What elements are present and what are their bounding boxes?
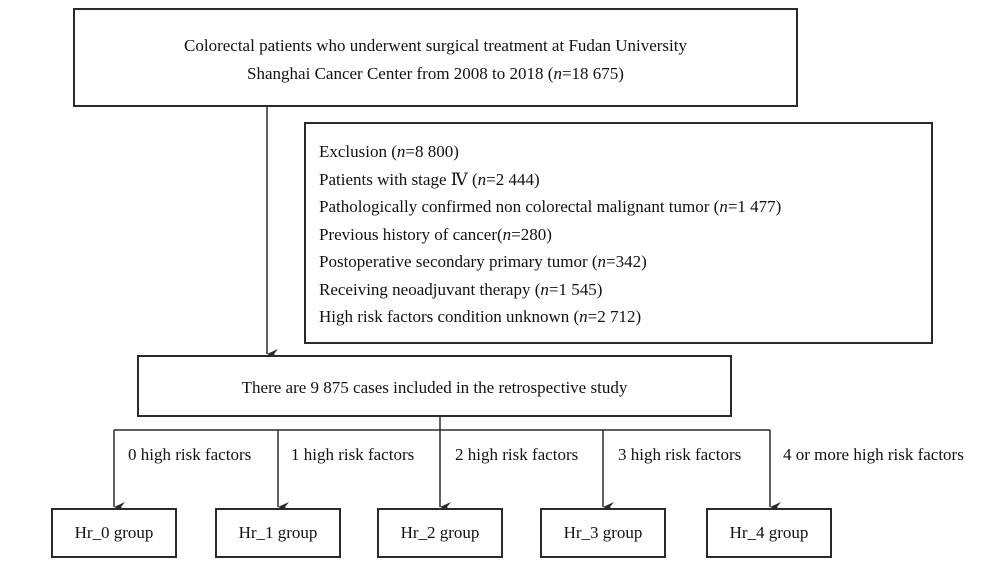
branch-label-1: 1 high risk factors (291, 445, 415, 464)
included-cases-text: There are 9 875 cases included in the re… (241, 378, 628, 397)
exclusion-item-neoadjuvant: Receiving neoadjuvant therapy (n=1 545) (319, 280, 603, 299)
exclusion-box: Exclusion (n=8 800) Patients with stage … (304, 122, 933, 344)
branch-label-3: 3 high risk factors (618, 445, 742, 464)
group-label-hr4: Hr_4 group (729, 523, 809, 542)
group-box-hr4: Hr_4 group (706, 508, 832, 558)
group-box-hr0: Hr_0 group (51, 508, 177, 558)
source-population-box: Colorectal patients who underwent surgic… (73, 8, 798, 107)
group-box-hr2: Hr_2 group (377, 508, 503, 558)
group-box-hr3: Hr_3 group (540, 508, 666, 558)
group-label-hr1: Hr_1 group (238, 523, 318, 542)
source-population-line-2: Shanghai Cancer Center from 2008 to 2018… (247, 64, 624, 83)
branch-label-2: 2 high risk factors (455, 445, 579, 464)
branch-label-4: 4 or more high risk factors (783, 445, 964, 464)
group-label-hr3: Hr_3 group (563, 523, 643, 542)
exclusion-item-unknown-risk: High risk factors condition unknown (n=2… (319, 307, 642, 326)
source-population-line-1: Colorectal patients who underwent surgic… (184, 36, 687, 55)
exclusion-item-previous-cancer: Previous history of cancer(n=280) (319, 225, 552, 244)
included-cases-box: There are 9 875 cases included in the re… (137, 355, 732, 417)
exclusion-item-secondary-tumor: Postoperative secondary primary tumor (n… (319, 252, 647, 271)
branch-label-0: 0 high risk factors (128, 445, 252, 464)
exclusion-item-total: Exclusion (n=8 800) (319, 142, 459, 161)
group-label-hr0: Hr_0 group (74, 523, 154, 542)
group-label-hr2: Hr_2 group (400, 523, 480, 542)
group-box-hr1: Hr_1 group (215, 508, 341, 558)
exclusion-item-non-colorectal: Pathologically confirmed non colorectal … (319, 197, 782, 216)
exclusion-item-stage-iv: Patients with stage Ⅳ (n=2 444) (319, 170, 540, 189)
